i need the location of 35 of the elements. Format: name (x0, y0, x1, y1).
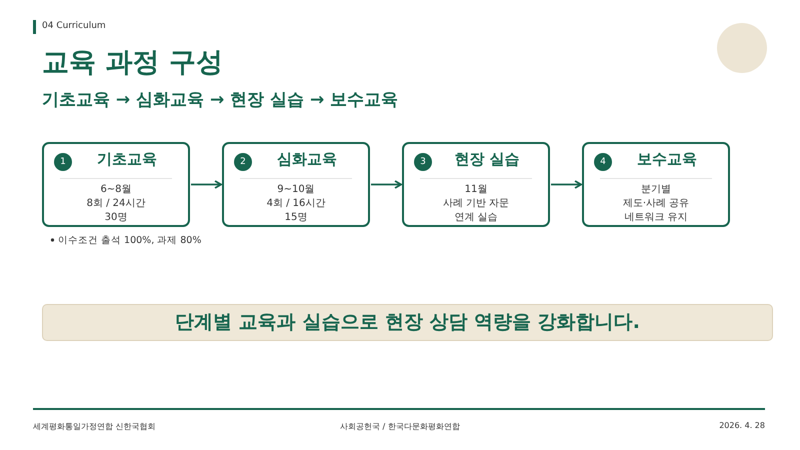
step-card (222, 142, 370, 227)
footer-text: 세계평화통일가정연합 신한국협회 (33, 421, 156, 432)
step-detail: 4회 / 16시간 (266, 197, 326, 211)
step-number: 4 (594, 153, 612, 171)
footer-text: 사회공헌국 / 한국다문화평화연합 (340, 421, 460, 432)
step-detail: 15명 (284, 211, 308, 225)
step-number: 3 (414, 153, 432, 171)
step-detail: 30명 (104, 211, 128, 225)
step-card (582, 142, 730, 227)
step-title: 기초교육 (96, 150, 158, 169)
step-detail: 사례 기반 자문 (442, 197, 510, 211)
arrow (551, 180, 582, 189)
step-title: 심화교육 (276, 150, 338, 169)
step-detail: 9~10월 (276, 183, 316, 197)
step-card (402, 142, 550, 227)
step-detail: 제도·사례 공유 (622, 197, 690, 211)
step-number: 1 (54, 153, 72, 171)
step-detail: 연계 실습 (453, 211, 499, 225)
step-number: 2 (234, 153, 252, 171)
step-detail: 11월 (464, 183, 488, 197)
step-card (42, 142, 190, 227)
step-detail: 6~8월 (99, 183, 133, 197)
step-title: 현장 실습 (453, 150, 521, 169)
step-detail: 분기별 (640, 183, 672, 197)
arrow (191, 180, 222, 189)
arrow (371, 180, 402, 189)
section-label: 04 Curriculum (42, 21, 106, 31)
step-detail: 8회 / 24시간 (86, 197, 146, 211)
message-banner: 단계별 교육과 실습으로 현장 상담 역량을 강화합니다. (42, 304, 773, 341)
step-title: 보수교육 (636, 150, 698, 169)
step-detail: 네트워크 유지 (623, 211, 689, 225)
bullet-note: 이수조건 출석 100%, 과제 80% (58, 234, 202, 247)
page-title: 교육 과정 구성 (42, 46, 223, 80)
subtitle: 기초교육 → 심화교육 → 현장 실습 → 보수교육 (42, 89, 398, 111)
footer-date: 2026. 4. 28 (719, 421, 765, 430)
